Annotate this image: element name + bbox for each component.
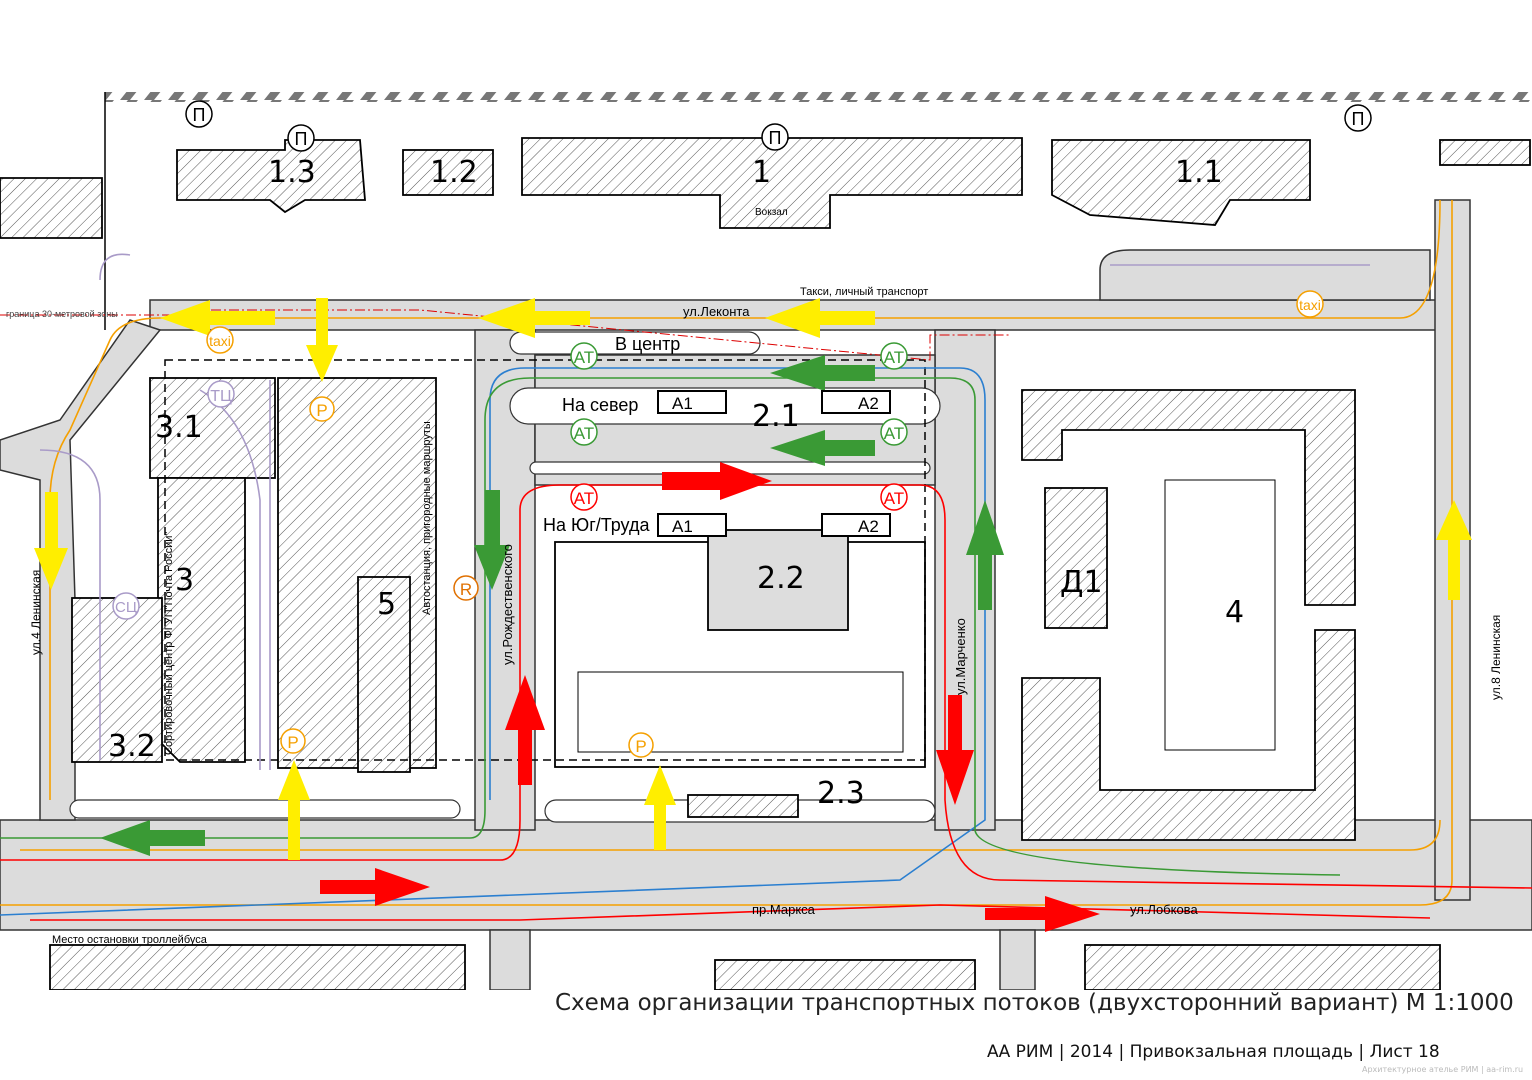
pedestrian-marker: П	[769, 128, 782, 148]
building-1-3	[176, 139, 366, 214]
building-1	[521, 137, 1023, 229]
building-3-2	[71, 597, 163, 763]
building-d1	[1044, 487, 1108, 629]
svg-text:АТ: АТ	[574, 348, 594, 367]
svg-text:1.2: 1.2	[430, 155, 478, 190]
svg-text:A1: A1	[672, 517, 693, 536]
markers: П П П П P P P taxi taxi R АТ АТ АТ АТ АТ…	[112, 100, 1372, 758]
svg-text:Автостанция, пригородные маршр: Автостанция, пригородные маршруты	[421, 421, 433, 615]
railway	[105, 92, 1532, 102]
sort-center-marker: СЦ	[115, 599, 137, 616]
credit: Архитектурное ателье РИМ | aa-rim.ru	[1362, 1065, 1524, 1074]
parking-marker: P	[635, 737, 646, 756]
svg-text:A2: A2	[858, 517, 879, 536]
building-1-1	[1051, 139, 1311, 226]
svg-text:пр.Маркса: пр.Маркса	[752, 902, 816, 917]
arrow-yellow-west	[160, 300, 275, 336]
arrow-yellow-south	[306, 298, 338, 382]
sheet-footer: АА РИМ | 2014 | Привокзальная площадь | …	[987, 1042, 1440, 1062]
svg-text:ул.8 Ленинская: ул.8 Ленинская	[1489, 615, 1503, 700]
svg-text:ул.Лобкова: ул.Лобкова	[1130, 902, 1198, 917]
svg-text:На Юг/Труда: На Юг/Труда	[543, 515, 650, 535]
svg-text:1.1: 1.1	[1175, 155, 1223, 190]
arrow-yellow-west	[478, 298, 590, 338]
svg-text:1: 1	[752, 155, 771, 190]
svg-text:На север: На север	[562, 395, 638, 415]
svg-text:Сортировочный центр ФГУП"Почта: Сортировочный центр ФГУП"Почта России"	[163, 532, 175, 755]
block-2-2	[554, 479, 1276, 768]
bus-stops: A1 A2 A1 A2	[657, 390, 891, 537]
svg-text:ул.Марченко: ул.Марченко	[953, 618, 968, 695]
svg-text:3: 3	[175, 563, 194, 598]
taxi-marker: taxi	[1299, 297, 1321, 313]
rent-marker: R	[460, 580, 472, 599]
svg-text:АТ: АТ	[574, 489, 594, 508]
svg-text:АТ: АТ	[574, 424, 594, 443]
pedestrian-marker: П	[193, 105, 206, 125]
parking-marker: P	[316, 401, 327, 420]
mall-marker: ТЦ	[210, 388, 232, 405]
svg-text:3.1: 3.1	[155, 410, 203, 445]
svg-text:Такси, личный транспорт: Такси, личный транспорт	[800, 286, 928, 298]
svg-text:3.2: 3.2	[108, 729, 156, 764]
svg-text:АТ: АТ	[884, 348, 904, 367]
flow-lines	[0, 199, 1532, 921]
svg-text:4: 4	[1225, 595, 1244, 630]
building-autostation	[277, 377, 437, 769]
svg-text:В центр: В центр	[615, 334, 680, 354]
svg-text:ул.4 Ленинская: ул.4 Ленинская	[29, 570, 43, 655]
svg-text:5: 5	[377, 587, 396, 622]
svg-text:A1: A1	[672, 394, 693, 413]
svg-text:Место остановки троллейбуса: Место остановки троллейбуса	[52, 934, 208, 946]
building-labels: 1.3 1.2 1 1.1 2.1 2.2 2.3 3.1 3 3.2 5 4 …	[108, 155, 1244, 811]
parking-marker: P	[287, 733, 298, 752]
buildings	[0, 137, 1531, 990]
building-1-2	[402, 149, 494, 196]
svg-text:2.1: 2.1	[752, 399, 800, 434]
svg-text:граница 30-метровой зоны: граница 30-метровой зоны	[6, 309, 118, 319]
street-labels: Вокзал Такси, личный транспорт ул.Леконт…	[6, 207, 1503, 946]
taxi-marker: taxi	[209, 333, 231, 349]
svg-text:2.3: 2.3	[817, 776, 865, 811]
svg-text:A2: A2	[858, 394, 879, 413]
transport-scheme-map: П П П П P P P taxi taxi R АТ АТ АТ АТ АТ…	[0, 92, 1532, 990]
svg-text:АТ: АТ	[884, 489, 904, 508]
svg-text:ул.Леконта: ул.Леконта	[683, 304, 750, 319]
pedestrian-marker: П	[1352, 109, 1365, 129]
flow-arrows	[34, 298, 1472, 932]
svg-text:1.3: 1.3	[268, 155, 316, 190]
svg-text:Вокзал: Вокзал	[755, 207, 788, 218]
arrow-yellow-west	[765, 298, 875, 338]
pedestrian-marker: П	[295, 129, 308, 149]
building-4-north	[1021, 389, 1356, 606]
building-5	[357, 576, 411, 773]
building-4-south	[1021, 629, 1356, 841]
sheet-title: Схема организации транспортных потоков (…	[555, 990, 1514, 1016]
svg-text:2.2: 2.2	[757, 561, 805, 596]
svg-text:Д1: Д1	[1060, 565, 1103, 600]
svg-text:ул.Рождественского: ул.Рождественского	[500, 544, 515, 665]
svg-text:АТ: АТ	[884, 424, 904, 443]
